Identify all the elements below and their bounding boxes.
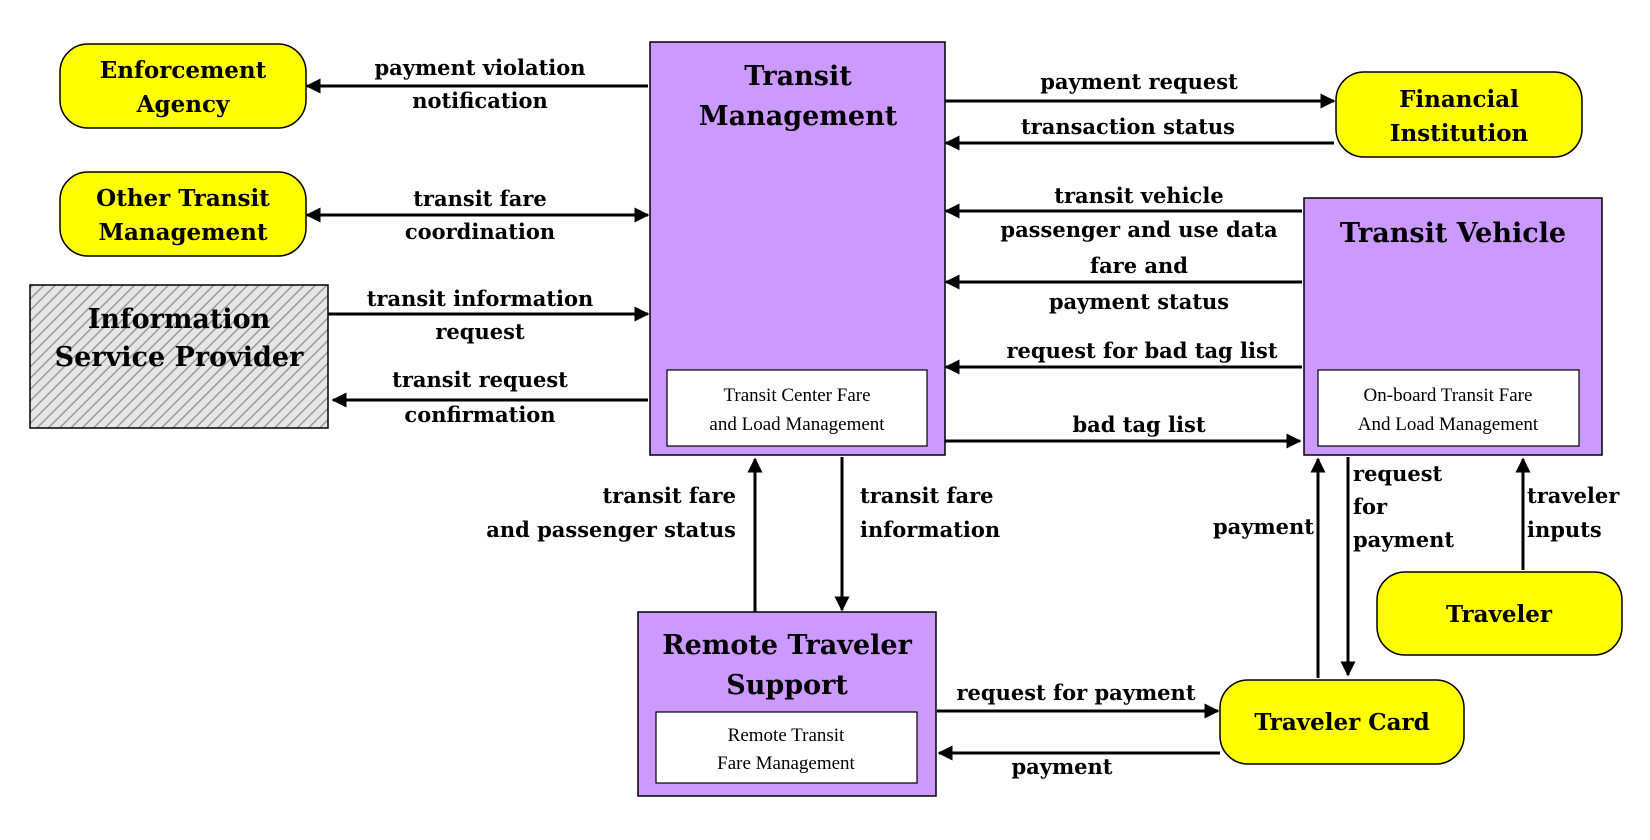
transit-vehicle-passenger-use-data-label-2: passenger and use data bbox=[1000, 217, 1278, 242]
traveler-node: Traveler bbox=[1376, 571, 1623, 656]
request-for-payment-vehicle-label-3: payment bbox=[1353, 527, 1454, 552]
bad-tag-list-label: bad tag list bbox=[1072, 412, 1205, 437]
remote-transit-fare-sub-line1: Remote Transit bbox=[728, 725, 845, 746]
information-service-provider-line2: Service Provider bbox=[55, 342, 304, 373]
traveler-label: Traveler bbox=[1446, 601, 1553, 628]
transit-fare-and-passenger-status-label-1: transit fare bbox=[602, 483, 736, 508]
payment-request-label: payment request bbox=[1040, 69, 1238, 94]
onboard-transit-fare-sub-line2: And Load Management bbox=[1358, 414, 1539, 435]
transit-management-line1: Transit bbox=[744, 61, 852, 92]
traveler-card-label: Traveler Card bbox=[1254, 709, 1429, 736]
request-for-bad-tag-list-label: request for bad tag list bbox=[1006, 338, 1277, 363]
request-for-payment-remote-label: request for payment bbox=[956, 680, 1195, 705]
remote-traveler-support-node: Remote Traveler Support Remote Transit F… bbox=[637, 611, 937, 797]
traveler-inputs-label-1: traveler bbox=[1527, 483, 1620, 508]
transit-information-request-label-1: transit information bbox=[367, 286, 594, 311]
other-transit-management-line2: Management bbox=[98, 219, 267, 246]
transit-center-fare-sub-line1: Transit Center Fare bbox=[723, 385, 870, 406]
transit-management-node: Transit Management Transit Center Fare a… bbox=[649, 41, 946, 456]
enforcement-agency-node: Enforcement Agency bbox=[59, 43, 307, 129]
traveler-inputs-label-2: inputs bbox=[1527, 517, 1602, 542]
transit-center-fare-sub-line2: and Load Management bbox=[709, 414, 885, 435]
transit-fare-and-passenger-status-label-2: and passenger status bbox=[486, 517, 736, 542]
financial-institution-node: Financial Institution bbox=[1335, 71, 1583, 158]
transit-request-confirmation-label-2: confirmation bbox=[404, 402, 555, 427]
transit-vehicle-passenger-use-data-label-1: transit vehicle bbox=[1054, 183, 1223, 208]
other-transit-management-line1: Other Transit bbox=[96, 185, 270, 212]
information-service-provider-line1: Information bbox=[88, 304, 271, 335]
transit-fare-coordination-label-1: transit fare bbox=[413, 186, 547, 211]
remote-traveler-support-line1: Remote Traveler bbox=[662, 630, 912, 661]
transit-vehicle-node: Transit Vehicle On-board Transit Fare An… bbox=[1303, 197, 1603, 456]
transaction-status-label: transaction status bbox=[1021, 114, 1235, 139]
transit-fare-information-label-2: information bbox=[860, 517, 1000, 542]
other-transit-management-node: Other Transit Management bbox=[59, 171, 307, 257]
request-for-payment-vehicle-label-2: for bbox=[1353, 494, 1388, 519]
transit-center-fare-load-management: Transit Center Fare and Load Management bbox=[666, 369, 928, 447]
card-payment-to-remote-label: payment bbox=[1011, 754, 1112, 779]
traveler-card-node: Traveler Card bbox=[1219, 679, 1465, 765]
transit-fare-coordination-label-2: coordination bbox=[405, 219, 555, 244]
transit-vehicle-title: Transit Vehicle bbox=[1340, 218, 1566, 249]
remote-transit-fare-management: Remote Transit Fare Management bbox=[655, 711, 918, 784]
enforcement-agency-line2: Agency bbox=[136, 91, 230, 118]
remote-transit-fare-sub-line2: Fare Management bbox=[717, 753, 855, 774]
fare-and-payment-status-label-2: payment status bbox=[1049, 289, 1229, 314]
financial-institution-line1: Financial bbox=[1399, 86, 1519, 113]
transit-request-confirmation-label-1: transit request bbox=[392, 367, 568, 392]
card-payment-to-vehicle-label: payment bbox=[1213, 514, 1314, 539]
payment-violation-notification-label-1: payment violation bbox=[374, 55, 585, 80]
transit-fare-information-label-1: transit fare bbox=[860, 483, 994, 508]
information-service-provider-node: Information Service Provider bbox=[29, 284, 329, 429]
transit-management-line2: Management bbox=[699, 101, 898, 132]
request-for-payment-vehicle-label-1: request bbox=[1353, 461, 1443, 486]
payment-violation-notification-label-2: notification bbox=[412, 88, 548, 113]
fare-and-payment-status-label-1: fare and bbox=[1090, 253, 1188, 278]
enforcement-agency-line1: Enforcement bbox=[100, 57, 267, 84]
transit-information-request-label-2: request bbox=[435, 319, 525, 344]
onboard-transit-fare-sub-line1: On-board Transit Fare bbox=[1364, 385, 1533, 406]
remote-traveler-support-line2: Support bbox=[726, 670, 848, 701]
onboard-transit-fare-load-management: On-board Transit Fare And Load Managemen… bbox=[1317, 369, 1580, 447]
financial-institution-line2: Institution bbox=[1390, 120, 1529, 147]
